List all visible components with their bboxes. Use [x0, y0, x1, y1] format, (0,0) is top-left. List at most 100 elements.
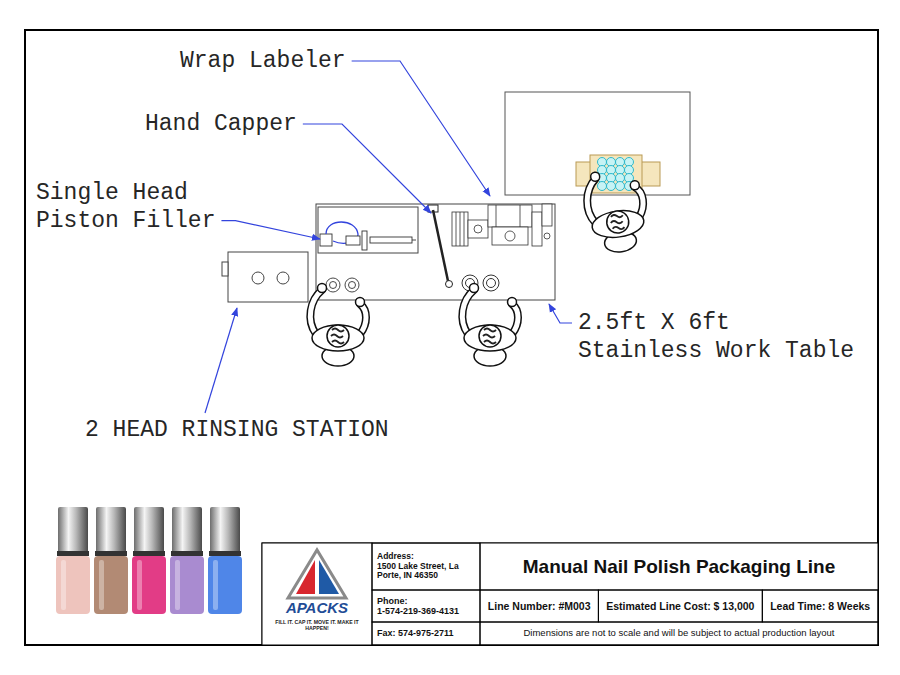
- piston-filler: [330, 282, 337, 289]
- title-block: [480, 543, 878, 590]
- cell-text: Dimensions are not to scale and will be …: [523, 628, 834, 639]
- wrap-labeler: [532, 212, 542, 246]
- rinsing-station: [252, 272, 264, 284]
- company-slogan: FILL IT. CAP IT. MOVE IT. MAKE IT HAPPEN…: [264, 620, 370, 631]
- drawing-title: Manual Nail Polish Packaging Line: [480, 543, 878, 590]
- wrap-labeler: [544, 233, 550, 239]
- nail-polish-bottle: [137, 560, 142, 610]
- bottle-tray: [616, 182, 625, 191]
- title-block: [262, 543, 372, 645]
- wrap-labeler: [452, 204, 552, 246]
- piston-filler: [345, 278, 359, 292]
- nail-polish-bottle: [134, 507, 164, 553]
- wrap-labeler: [505, 231, 515, 241]
- cell-text: Address:: [377, 552, 414, 562]
- piston-filler: [320, 222, 416, 292]
- wrap-labeler: [456, 212, 457, 246]
- nail-polish-bottle: [94, 556, 128, 614]
- nail-polish-bottle: [210, 507, 240, 553]
- nail-polish-bottle: [208, 507, 242, 614]
- rinsing-station: [228, 252, 308, 302]
- nail-polish-bottle: [132, 507, 166, 614]
- hand-capper: [487, 279, 496, 288]
- title-block: [262, 543, 878, 645]
- wrap-labeler: [488, 205, 532, 227]
- nail-polish-bottle: [95, 551, 127, 556]
- leader-line: [303, 124, 431, 213]
- wrap-labeler: [542, 204, 552, 226]
- bottle-tray: [607, 182, 616, 191]
- wrap-labeler: [520, 205, 521, 227]
- callout-label: 2.5ft X 6ft Stainless Work Table: [578, 310, 860, 365]
- piston-filler: [362, 231, 367, 250]
- rinsing-station: [277, 272, 289, 284]
- nail-polish-bottle: [96, 507, 126, 553]
- work-table: [316, 204, 555, 300]
- line-number-cell: Line Number: #M003: [480, 590, 598, 622]
- operator-figure: [310, 284, 366, 367]
- hand-capper: [483, 275, 499, 291]
- nail-polish-bottle: [170, 507, 204, 614]
- nail-polish-bottle: [56, 507, 90, 614]
- nail-polish-bottle: [133, 551, 165, 556]
- title-block-grid: [372, 543, 878, 645]
- table-cell-border: [372, 590, 480, 622]
- table-cell-border: [480, 622, 878, 645]
- callout-label: Single Head Piston Filler: [36, 180, 221, 235]
- callout-label: 2 HEAD RINSING STATION: [85, 417, 389, 445]
- nail-polish-bottle: [99, 560, 104, 610]
- nail-polish-bottle: [61, 560, 66, 610]
- leader-line: [352, 61, 490, 196]
- fax-cell: Fax: 574-975-2711: [372, 622, 480, 645]
- phone-cell: Phone:1-574-219-369-4131: [372, 590, 480, 622]
- table-cell-border: [480, 590, 598, 622]
- table-cell-border: [372, 543, 480, 590]
- company-logo: [288, 550, 346, 598]
- wrap-labeler: [460, 212, 461, 246]
- leader-line: [205, 308, 237, 413]
- address-cell: Address:1500 Lake Street, La Porte, IN 4…: [372, 543, 480, 590]
- operator-figure: [583, 166, 650, 255]
- nail-polish-bottle: [170, 556, 204, 614]
- table-cell-border: [598, 590, 762, 622]
- table-cell-border: [762, 590, 878, 622]
- line-cost-cell: Estimated Line Cost: $ 13,000: [598, 590, 762, 622]
- nail-polish-bottle: [94, 507, 128, 614]
- company-name: APACKS: [264, 600, 370, 617]
- wrap-labeler: [496, 205, 497, 227]
- cell-text: Phone:: [377, 596, 408, 606]
- nail-polish-bottle: [57, 551, 89, 556]
- wrap-labeler: [474, 225, 482, 233]
- company-logo: [288, 550, 346, 598]
- note-cell: Dimensions are not to scale and will be …: [480, 622, 878, 645]
- work-table: [316, 204, 555, 300]
- wrap-labeler: [452, 212, 468, 246]
- rinsing-station: [222, 262, 228, 276]
- work-table: [318, 207, 418, 253]
- title-block: [262, 543, 878, 645]
- bottle-tray: [598, 158, 634, 191]
- operator-figure: [462, 284, 518, 367]
- callout-label: Wrap Labeler: [180, 48, 346, 76]
- company-logo: [319, 560, 339, 594]
- rinsing-station: [222, 252, 308, 302]
- wrap-labeler: [468, 220, 488, 238]
- cell-text: 1-574-219-369-4131: [377, 606, 459, 616]
- company-logo: [296, 560, 315, 594]
- piston-filler: [370, 237, 412, 243]
- hand-capper: [433, 210, 448, 281]
- nail-polish-bottle: [56, 556, 90, 614]
- nail-polish-bottle: [213, 560, 218, 610]
- wrap-labeler: [464, 212, 465, 246]
- nail-polish-bottle: [175, 560, 180, 610]
- piston-filler: [320, 234, 332, 246]
- piston-filler: [326, 278, 340, 292]
- callout-label: Hand Capper: [145, 111, 297, 139]
- nail-polish-bottles: [56, 507, 242, 614]
- hand-capper: [446, 281, 453, 288]
- piston-filler: [349, 282, 356, 289]
- nail-polish-bottle: [171, 551, 203, 556]
- bottle-tray: [598, 182, 607, 191]
- cell-text: Lead Time: 8 Weeks: [770, 600, 870, 612]
